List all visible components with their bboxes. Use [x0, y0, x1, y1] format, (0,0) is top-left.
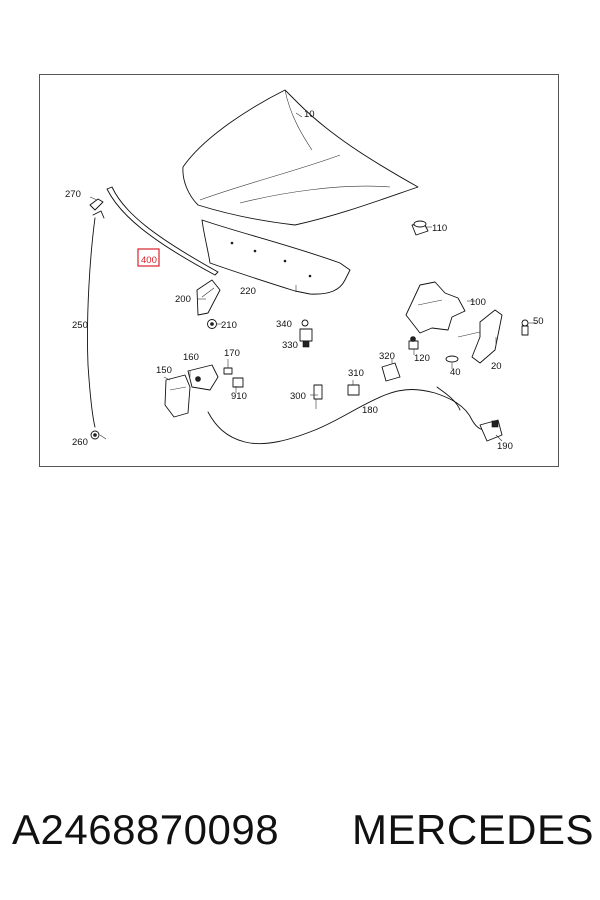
bolt-170 — [223, 363, 233, 375]
hood-panel — [182, 89, 419, 226]
connector-910 — [232, 377, 244, 388]
hood-prop-rod — [87, 210, 105, 428]
callout-400: 400 — [141, 255, 157, 266]
callout-50: 50 — [533, 316, 544, 327]
callout-190: 190 — [497, 441, 513, 452]
hood-hinge — [405, 281, 503, 364]
retaining-clip — [207, 319, 217, 329]
latch-bracket — [196, 279, 221, 316]
clip-120 — [408, 336, 419, 350]
callout-110: 110 — [432, 223, 447, 234]
callout-340: 340 — [276, 319, 292, 330]
brand-name: MERCEDES — [352, 806, 595, 853]
callout-170: 170 — [224, 348, 240, 359]
callout-220: 220 — [240, 286, 256, 297]
callout-200: 200 — [175, 294, 191, 305]
screw-340 — [301, 319, 309, 327]
callout-250: 250 — [72, 320, 88, 331]
clip-300 — [313, 384, 323, 409]
callout-120: 120 — [414, 353, 430, 364]
hood-seal-strip — [106, 186, 219, 276]
callout-260: 260 — [72, 437, 88, 448]
callout-40: 40 — [450, 367, 461, 378]
rod-holder-bottom — [90, 430, 100, 440]
rod-holder-top — [89, 198, 104, 211]
callout-210: 210 — [221, 320, 237, 331]
parts-diagram-frame: 10 110 270 400 220 100 200 210 250 340 3… — [39, 74, 559, 467]
callout-310: 310 — [348, 368, 364, 379]
callout-180: 180 — [362, 405, 378, 416]
clip-310 — [347, 384, 360, 396]
callout-270: 270 — [65, 189, 81, 200]
rubber-stopper — [411, 220, 429, 236]
callout-10: 10 — [304, 109, 315, 120]
parts-diagram: 10 110 270 400 220 100 200 210 250 340 3… — [65, 89, 544, 452]
callout-320: 320 — [379, 351, 395, 362]
callout-300: 300 — [290, 391, 306, 402]
callout-150: 150 — [156, 365, 172, 376]
release-cable — [207, 386, 487, 445]
hood-lock-assembly — [164, 364, 219, 418]
product-caption: A2468870098 MERCEDES — [0, 800, 600, 860]
rubber-buffer-320 — [381, 362, 401, 382]
callout-100: 100 — [470, 297, 486, 308]
hood-insulation — [201, 219, 351, 295]
leader-lines — [89, 112, 536, 442]
callout-160: 160 — [183, 352, 199, 363]
part-number: A2468870098 — [12, 806, 280, 853]
callout-330: 330 — [282, 340, 298, 351]
hinge-bolt-50 — [521, 319, 529, 336]
highlight-box-400 — [137, 248, 160, 267]
grommet-40 — [445, 355, 459, 363]
catch-330 — [299, 328, 313, 348]
callout-20: 20 — [491, 361, 502, 372]
callout-910: 910 — [231, 391, 247, 402]
